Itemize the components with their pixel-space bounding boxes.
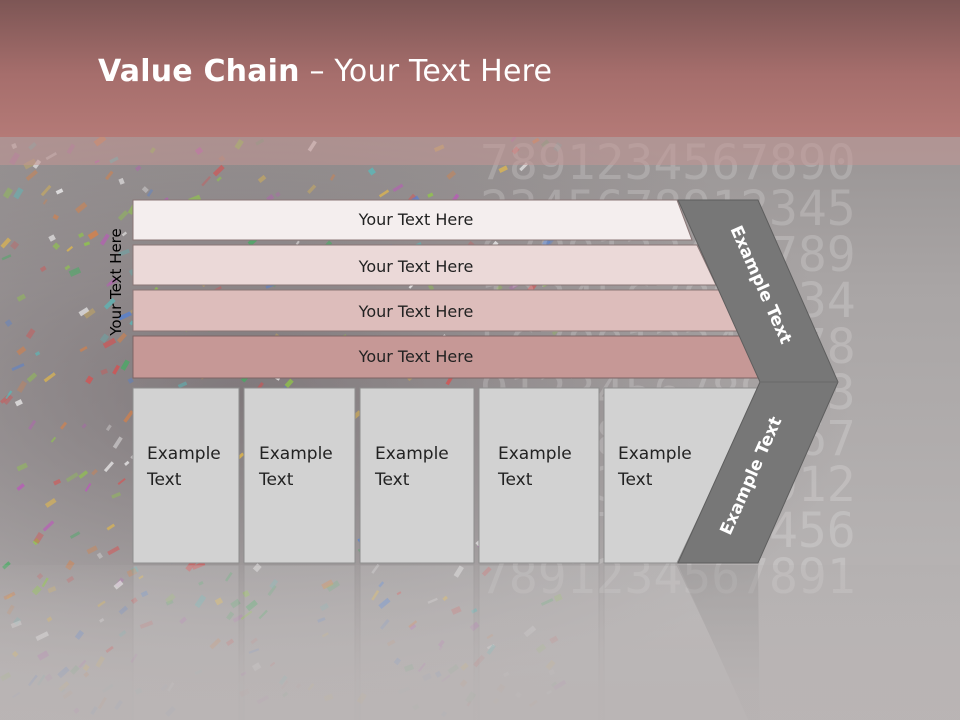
primary-box-4: Example Text xyxy=(478,387,600,564)
box-shape xyxy=(478,387,600,564)
bar-label: Your Text Here xyxy=(358,257,474,276)
slide-title: Value Chain – Your Text Here xyxy=(98,54,552,89)
bar-shape xyxy=(132,199,693,241)
bar-label: Your Text Here xyxy=(358,210,474,229)
box-line-1: Example xyxy=(498,444,572,464)
box-line-2: Text xyxy=(258,470,294,490)
box-line-2: Text xyxy=(617,470,653,490)
box-line-1: Example xyxy=(259,444,333,464)
reflection-fade xyxy=(0,565,960,720)
box-line-2: Text xyxy=(374,470,410,490)
box-line-1: Example xyxy=(618,444,692,464)
primary-box-2: Example Text xyxy=(243,387,356,564)
primary-box-3: Example Text xyxy=(359,387,475,564)
title-bold: Value Chain xyxy=(98,54,300,89)
primary-box-5: Example Text xyxy=(603,387,761,564)
box-line-1: Example xyxy=(147,444,221,464)
bar-label: Your Text Here xyxy=(358,302,474,321)
support-bar-1: Your Text Here xyxy=(132,199,693,241)
title-band xyxy=(0,137,960,165)
box-line-2: Text xyxy=(146,470,182,490)
box-line-2: Text xyxy=(497,470,533,490)
support-bar-4: Your Text Here xyxy=(132,335,765,379)
primary-box-1: Example Text xyxy=(132,387,240,564)
box-shape xyxy=(243,387,356,564)
title-rest: – Your Text Here xyxy=(299,54,553,89)
box-shape xyxy=(132,387,240,564)
box-shape xyxy=(359,387,475,564)
title-bar xyxy=(0,0,960,137)
box-line-1: Example xyxy=(375,444,449,464)
bar-label: Your Text Here xyxy=(358,347,474,366)
box-shape xyxy=(603,387,761,564)
margin-chevron: Example Text Example Text xyxy=(677,199,839,564)
